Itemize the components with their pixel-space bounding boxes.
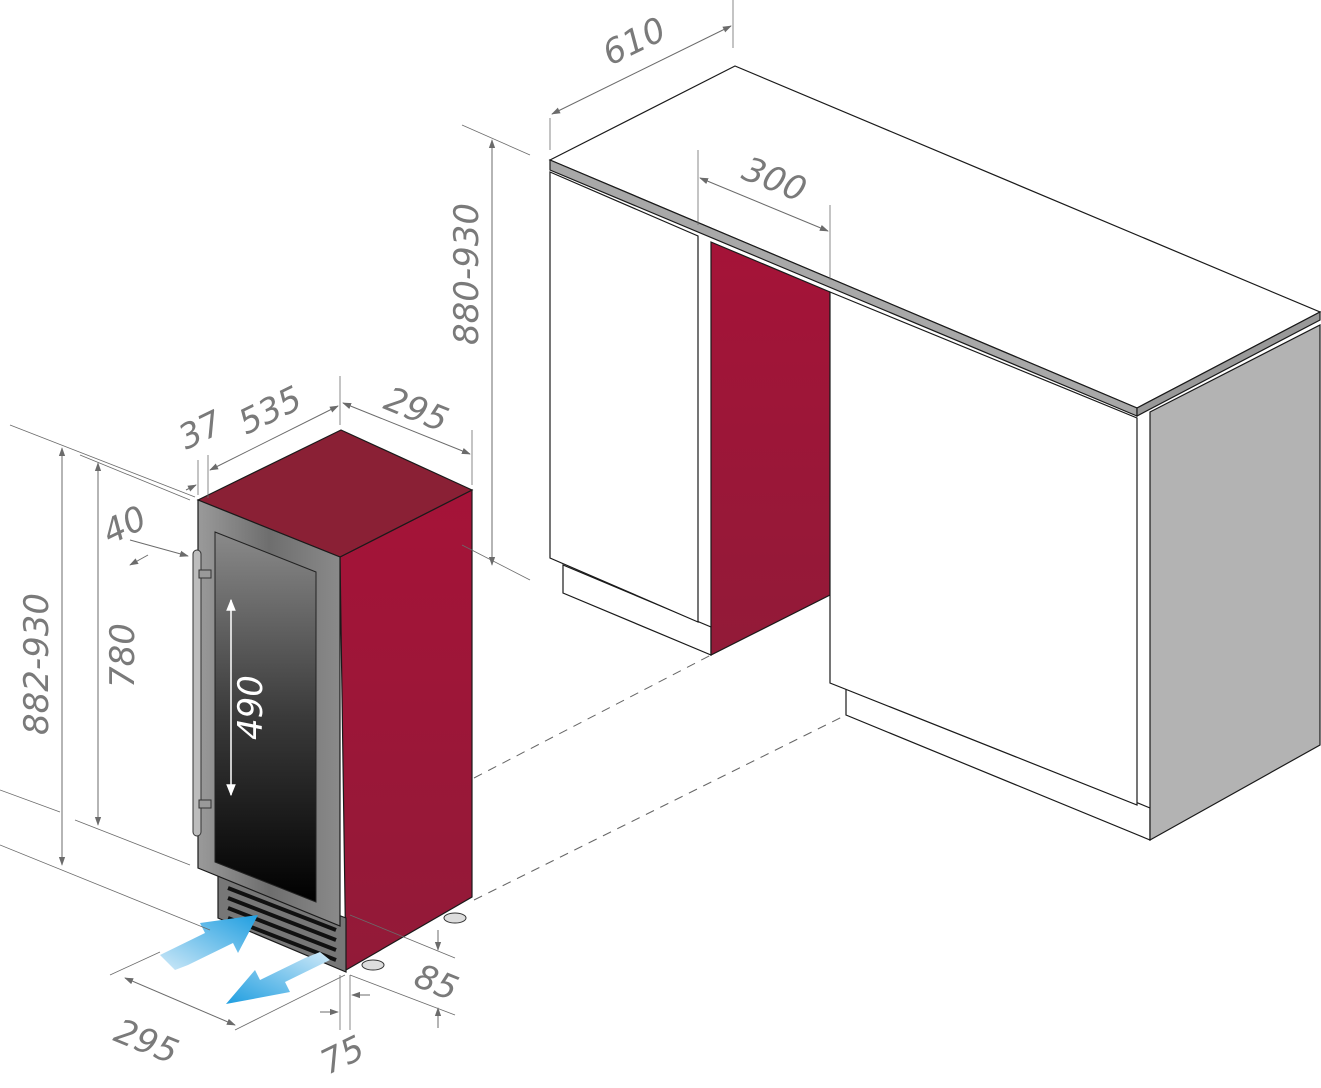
label-cooler-height: 882-930 xyxy=(17,593,57,735)
label-cooler-body-height: 780 xyxy=(103,623,143,688)
air-exhaust-arrow xyxy=(226,952,330,1004)
handle-mount xyxy=(198,799,212,809)
cooler-foot xyxy=(443,912,467,924)
cabinet-left-door xyxy=(549,171,699,623)
cooler-door-glass xyxy=(214,531,317,903)
door-handle[interactable] xyxy=(192,549,202,837)
handle-mount xyxy=(198,569,212,579)
niche-back-panel xyxy=(710,241,831,656)
label-niche-height: 880-930 xyxy=(447,203,487,345)
label-cooler-width-top: 295 xyxy=(379,379,454,440)
label-plinth-height: 85 xyxy=(409,956,464,1009)
cabinet-side-panel xyxy=(1149,324,1321,842)
wine-cooler: 490 xyxy=(192,429,474,973)
label-cooler-width-bottom: 295 xyxy=(109,1011,184,1072)
label-glass-height: 490 xyxy=(231,675,271,740)
label-cooler-depth: 535 xyxy=(232,379,308,443)
label-plinth-depth: 75 xyxy=(314,1028,370,1083)
cooler-side xyxy=(339,489,473,972)
kitchen-cabinet xyxy=(548,65,1321,842)
cooler-foot xyxy=(361,959,385,971)
label-door-offset: 37 xyxy=(172,403,229,458)
label-cabinet-depth: 610 xyxy=(596,10,672,74)
cabinet-right-door xyxy=(829,291,1138,806)
countertop-side-edge xyxy=(1136,311,1321,417)
air-intake-arrow xyxy=(160,915,258,970)
dimension-lines xyxy=(0,0,831,1031)
placement-guide-top xyxy=(473,654,712,779)
placement-guide-bottom xyxy=(473,714,847,901)
label-handle-offset: 40 xyxy=(96,498,152,553)
